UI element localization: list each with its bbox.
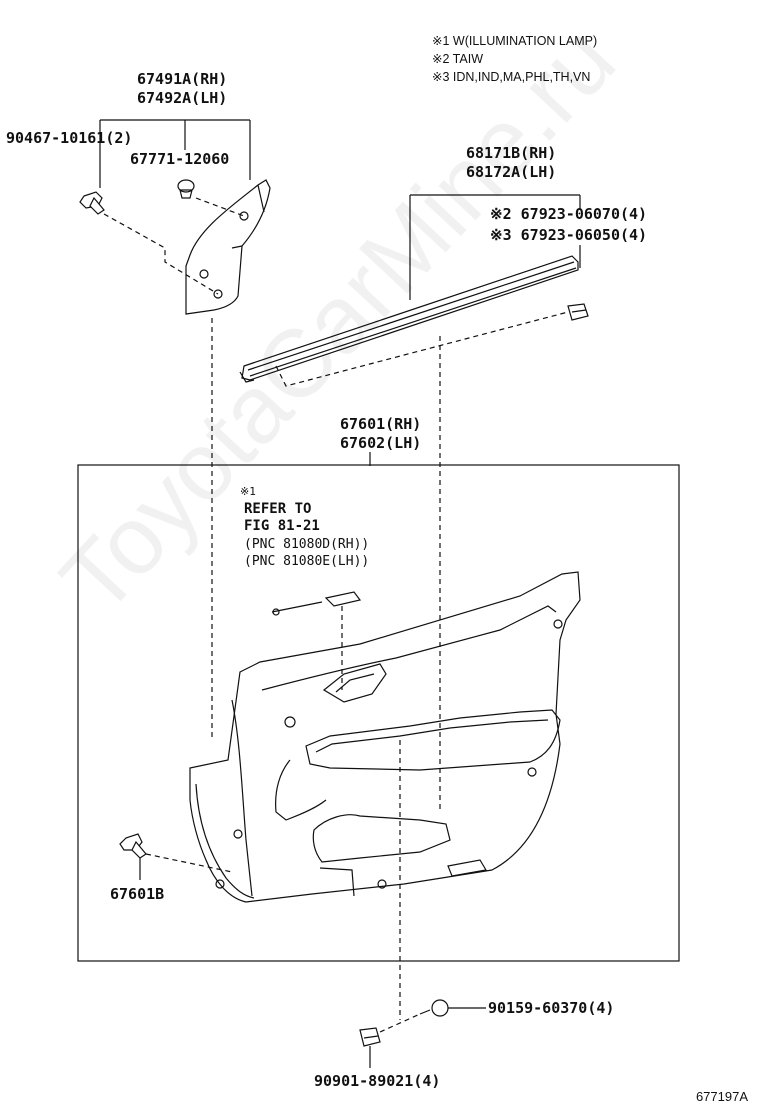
garnish-clip-a (79, 191, 105, 215)
label-panel-clip: 67601B (110, 885, 165, 903)
panel-clip (119, 833, 147, 859)
ref-line-2: FIG 81-21 (244, 518, 320, 534)
ref-mark: ※1 (240, 485, 256, 498)
mirror-garnish (185, 179, 271, 315)
ref-line-4: (PNC 81080E(LH)) (244, 554, 370, 569)
weatherstrip-clip (567, 303, 589, 321)
label-weatherstrip-rh: 68171B(RH) (466, 144, 557, 162)
garnish-guides (103, 197, 245, 740)
label-cap: 90901-89021(4) (314, 1072, 441, 1090)
weatherstrip-guides (275, 311, 569, 810)
label-panel-lh: 67602(LH) (340, 434, 422, 452)
label-screw: 90159-60370(4) (488, 999, 615, 1017)
label-ws-clip-other: ※3 67923-06050(4) (490, 226, 648, 244)
illumination-lamp (271, 591, 362, 616)
leader-weatherstrip (409, 194, 581, 300)
ref-line-3: (PNC 81080D(RH)) (244, 537, 370, 552)
belt-weatherstrip (239, 255, 579, 383)
garnish-clip-b (177, 179, 195, 199)
note-3: ※3 IDN,IND,MA,PHL,TH,VN (432, 70, 591, 84)
panel-frame (77, 464, 680, 962)
leader-garnish (99, 119, 251, 188)
note-2: ※2 TAIW (432, 52, 483, 66)
figure-number: 677197A (695, 1089, 748, 1104)
note-1: ※1 W(ILLUMINATION LAMP) (432, 34, 598, 48)
cap-part (359, 1027, 381, 1047)
ref-line-1: REFER TO (244, 501, 312, 517)
screw-part (419, 999, 449, 1017)
label-ws-clip-taiw: ※2 67923-06070(4) (490, 205, 648, 223)
panel-clip-guide (145, 853, 233, 873)
label-panel-rh: 67601(RH) (340, 415, 422, 433)
door-trim-panel (189, 571, 581, 903)
label-clip-a: 90467-10161(2) (6, 129, 133, 147)
label-clip-b: 67771-12060 (130, 150, 230, 168)
label-garnish-rh: 67491A(RH) (137, 70, 228, 88)
label-garnish-lh: 67492A(LH) (137, 89, 228, 107)
bottom-guides (379, 740, 421, 1033)
label-weatherstrip-lh: 68172A(LH) (466, 163, 557, 181)
